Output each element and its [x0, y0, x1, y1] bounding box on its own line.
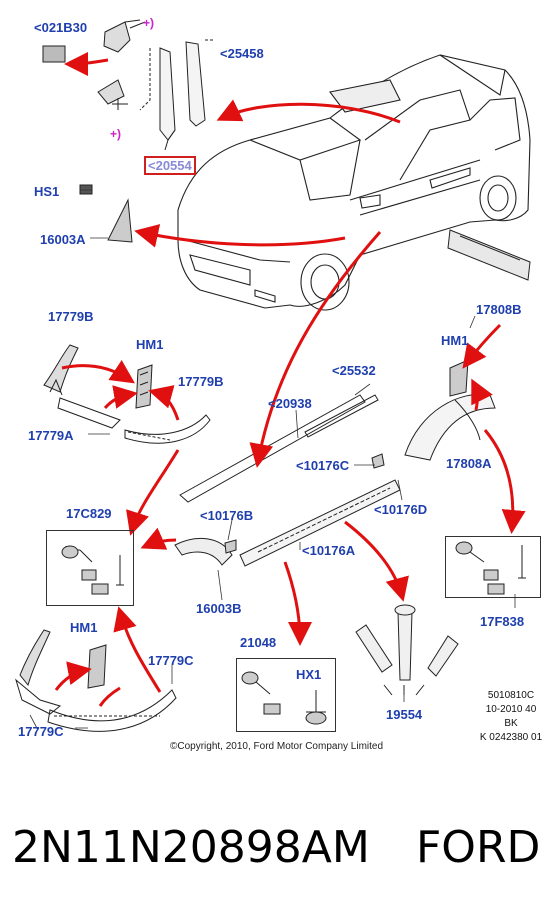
- part-HM1-bottom: [87, 644, 107, 689]
- arrow-car-to-pillar: [216, 99, 401, 124]
- arrow-sill-to-19554: [344, 520, 409, 602]
- arrow-17779C-to-HM1: [54, 661, 92, 691]
- label-17808B: 17808B: [476, 302, 522, 317]
- ref-line-4: K 0242380 01: [479, 732, 543, 743]
- label-17F838: 17F838: [480, 614, 525, 629]
- arrow-17779B-right-to-HM1: [148, 385, 180, 421]
- part-17808B-strip: [447, 229, 531, 281]
- part-20554-pillar: [159, 47, 176, 141]
- arrow-17779C-to-box: [113, 606, 162, 693]
- part-hs1-screw: [79, 184, 93, 195]
- copyright-text: ©Copyright, 2010, Ford Motor Company Lim…: [170, 741, 384, 752]
- part-10176B-clip: [224, 539, 237, 554]
- part-17808A-arch: [404, 393, 496, 461]
- label-10176C: <10176C: [296, 458, 350, 473]
- part-harness: [103, 21, 131, 53]
- part-10176C-clip: [371, 453, 385, 469]
- label-21048: 21048: [240, 635, 277, 650]
- arrow-car-to-16003A: [134, 224, 346, 248]
- label-20938: <20938: [268, 396, 312, 411]
- ref-line-2: 10-2010 40: [485, 704, 537, 715]
- ref-line-3: BK: [504, 718, 518, 729]
- label-HS1: HS1: [34, 184, 60, 199]
- label-17779A: 17779A: [28, 428, 74, 443]
- plus-marker-top: +): [143, 16, 155, 30]
- label-17779C-left: 17779C: [18, 724, 64, 739]
- part-021B30-block: [42, 45, 66, 63]
- label-17779C-right: 17779C: [148, 653, 194, 668]
- part-20938-sill: [179, 394, 366, 503]
- label-HM1-left: HM1: [136, 337, 164, 352]
- hardware-box-17F838: [445, 536, 541, 598]
- part-bracket: [97, 79, 125, 105]
- arrow-16003B-to-box17C829: [140, 527, 177, 550]
- arrow-car-to-sill: [249, 231, 382, 468]
- part-number: 2N11N20898AM: [12, 822, 370, 873]
- part-17779B-right: [124, 414, 211, 444]
- label-10176A: <10176A: [302, 543, 356, 558]
- brand-name: FORD: [416, 822, 541, 873]
- label-17779B-top: 17779B: [48, 309, 94, 324]
- label-19554: 19554: [386, 707, 423, 722]
- label-16003A: 16003A: [40, 232, 86, 247]
- label-HX1: HX1: [296, 667, 322, 682]
- hardware-box-17C829: [46, 530, 134, 606]
- label-021B30: <021B30: [34, 20, 88, 35]
- label-HM1-bottom: HM1: [70, 620, 98, 635]
- label-17779B-right: 17779B: [178, 374, 224, 389]
- arrow-17779A-to-HM1: [103, 385, 138, 410]
- hardware-box-21048: [236, 658, 336, 732]
- label-17C829: 17C829: [66, 506, 112, 521]
- label-10176D: <10176D: [374, 502, 428, 517]
- label-16003B: 16003B: [196, 601, 242, 616]
- part-17779A: [57, 397, 121, 429]
- part-HM1-right: [449, 359, 469, 397]
- arrow-17808A-to-HM1: [471, 378, 493, 411]
- car-illustration: [177, 54, 531, 311]
- part-25532-strip: [304, 394, 379, 438]
- label-17808A: 17808A: [446, 456, 492, 471]
- label-25532: <25532: [332, 363, 376, 378]
- ref-line-1: 5010810C: [487, 690, 535, 701]
- arrow-17779A-to-box17C829: [126, 449, 180, 536]
- plus-marker-bottom: +): [110, 127, 122, 141]
- arrow-17808B-to-HM1: [462, 323, 502, 369]
- part-19554-tube-right: [427, 635, 459, 677]
- arrow-17779B-to-HM1: [61, 360, 135, 384]
- arrow-17779C-right-to-HM1: [98, 686, 121, 707]
- part-19554-nozzle: [397, 611, 413, 681]
- reference-block: 5010810C 10-2010 40 BK K 0242380 01: [470, 689, 552, 745]
- part-16003B-arch: [174, 537, 233, 566]
- part-16003A-triangle: [107, 198, 133, 243]
- label-10176B: <10176B: [200, 508, 254, 523]
- label-HM1-right: HM1: [441, 333, 469, 348]
- part-HM1-left: [135, 364, 153, 409]
- part-17779B-top: [43, 344, 79, 393]
- label-25458: <25458: [220, 46, 264, 61]
- part-17779C-top: [19, 629, 51, 687]
- part-17779C-strip: [47, 689, 177, 732]
- arrow-sill-to-box21048: [283, 561, 312, 646]
- label-20554-highlighted[interactable]: <20554: [144, 156, 196, 175]
- part-25458-pillar: [185, 41, 206, 127]
- arrow-17808A-to-box: [483, 429, 526, 534]
- part-17779C-left: [15, 678, 62, 715]
- arrow-harness-to-block: [64, 51, 109, 76]
- part-19554-tube-left: [355, 624, 393, 673]
